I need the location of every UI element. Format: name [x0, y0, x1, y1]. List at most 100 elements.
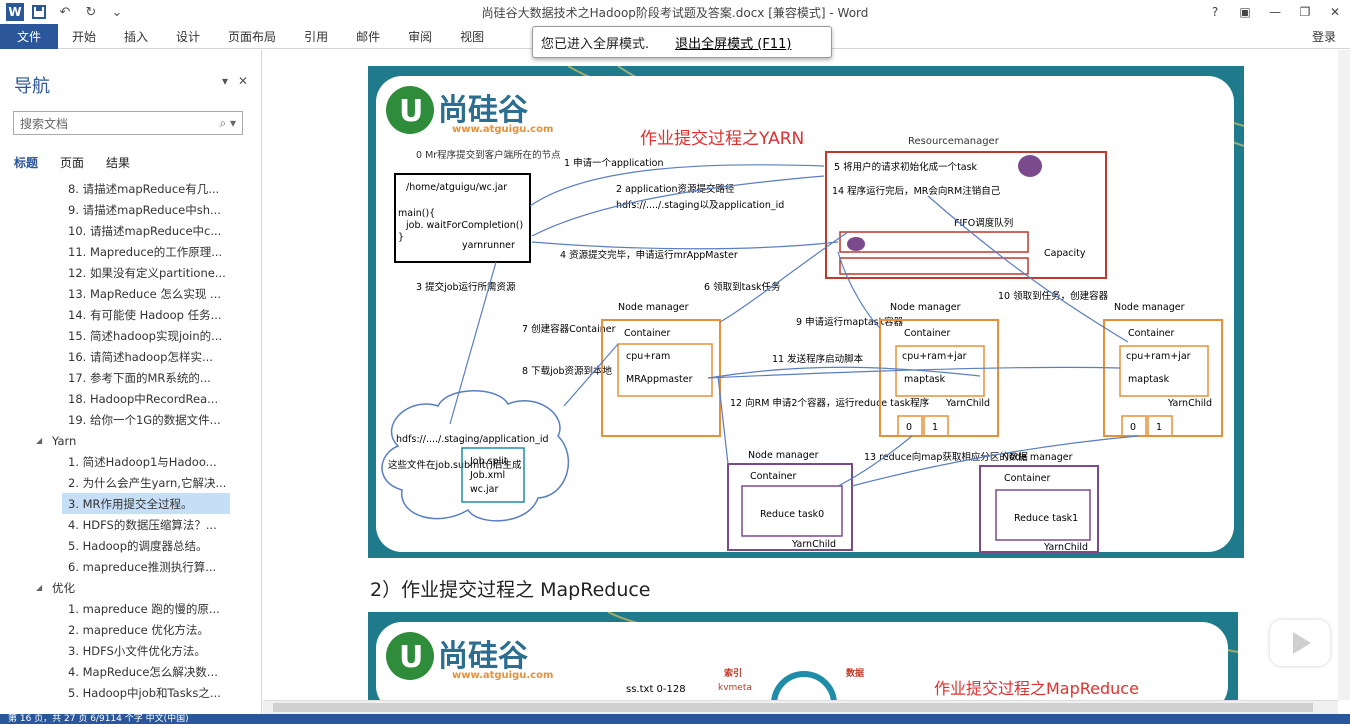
logo-url: www.atguigu.com — [452, 124, 553, 135]
nav-search-input[interactable]: 搜索文档 ⌕ ▾ — [13, 111, 243, 135]
tab-references[interactable]: 引用 — [304, 29, 329, 44]
container-5-label: Container — [1004, 473, 1051, 484]
status-text: 第 16 页，共 27 页 6/9114 个字 中文(中国) — [8, 714, 189, 724]
nav-heading-item[interactable]: 15. 简述hadoop实现join的... — [0, 325, 262, 346]
section-heading-mapreduce[interactable]: 2）作业提交过程之 MapReduce — [370, 575, 651, 602]
collapse-triangle-icon[interactable]: ◢ — [36, 436, 43, 445]
tab-insert[interactable]: 插入 — [124, 29, 149, 44]
help-button[interactable]: ? — [1211, 5, 1219, 19]
nav-heading-item[interactable]: 18. Hadoop中RecordRea... — [0, 388, 262, 409]
restore-button[interactable]: ❐ — [1299, 5, 1311, 19]
nav-section-heading[interactable]: ◢优化 — [0, 577, 262, 598]
nav-item-label: Yarn — [52, 433, 77, 448]
mapreduce-diagram-svg: U 尚硅谷 www.atguigu.com ss.txt 0-128 索引 kv… — [376, 612, 1238, 700]
queue-task-icon — [847, 237, 865, 251]
yarnchild-2: YarnChild — [945, 398, 990, 409]
tab-mailings[interactable]: 邮件 — [356, 29, 381, 44]
partition-1b-box — [1147, 415, 1173, 437]
hdfs-path: hdfs://..../.staging/application_id — [396, 434, 549, 445]
nav-heading-item[interactable]: 3. MR作用提交全过程。 — [62, 493, 230, 514]
nav-heading-item[interactable]: 6. mapreduce推测执行算... — [0, 556, 262, 577]
login-link[interactable]: 登录 — [1311, 30, 1336, 44]
vertical-scrollbar[interactable] — [1338, 50, 1350, 700]
collapse-triangle-icon[interactable]: ◢ — [36, 583, 43, 592]
fullscreen-message: 您已进入全屏模式. — [541, 36, 650, 52]
logo-url-2: www.atguigu.com — [452, 670, 553, 681]
nav-options-icon[interactable]: ▾ — [222, 74, 229, 88]
nav-close-icon[interactable]: ✕ — [238, 74, 249, 88]
nav-item-label: 2. mapreduce 优化方法。 — [68, 622, 209, 637]
nav-heading-item[interactable]: 4. HDFS的数据压缩算法？... — [0, 514, 262, 535]
horizontal-scroll-thumb[interactable] — [273, 703, 1313, 712]
nav-item-label: 9. 请描述mapReduce中sh... — [68, 202, 221, 217]
quick-access-toolbar: W ↶ ↻ ⌄ — [0, 0, 128, 24]
step9-label: 9 申请运行maptask容器 — [796, 316, 904, 328]
tab-view[interactable]: 视图 — [460, 29, 485, 44]
fullscreen-tip: 您已进入全屏模式. 退出全屏模式 (F11) — [532, 26, 832, 58]
nav-heading-item[interactable]: 2. mapreduce 优化方法。 — [0, 619, 262, 640]
save-button[interactable] — [28, 2, 50, 22]
nav-heading-item[interactable]: 19. 给你一个1G的数据文件... — [0, 409, 262, 430]
nav-item-label: 4. MapReduce怎么解决数... — [68, 664, 218, 679]
nav-heading-item[interactable]: 13. MapReduce 怎么实现 ... — [0, 283, 262, 304]
tab-home[interactable]: 开始 — [72, 29, 97, 44]
client-code-1: main(){ — [398, 208, 435, 219]
nav-heading-item[interactable]: 2. 为什么会产生yarn,它解决... — [0, 472, 262, 493]
nav-heading-item[interactable]: 5. Hadoop的调度器总结。 — [0, 535, 262, 556]
container-1-box — [617, 343, 713, 397]
nav-heading-item[interactable]: 10. 请描述mapReduce中c... — [0, 220, 262, 241]
close-button[interactable]: ✕ — [1329, 5, 1341, 19]
search-icon[interactable]: ⌕ ▾ — [219, 115, 236, 130]
nav-heading-item[interactable]: 11. Mapreduce的工作原理... — [0, 241, 262, 262]
tab-design[interactable]: 设计 — [176, 29, 201, 44]
customize-toolbar-button[interactable]: ⌄ — [106, 2, 128, 22]
ribbon-display-button[interactable]: ▣ — [1239, 5, 1251, 19]
step1-label: 1 申请一个application — [564, 157, 663, 169]
client-code-2: job. waitForCompletion() — [405, 220, 523, 231]
cpu-ram-1: cpu+ram — [626, 351, 670, 362]
capacity-label: Capacity — [1044, 248, 1086, 259]
slide1-panel — [376, 76, 1234, 552]
redo-button[interactable]: ↻ — [80, 2, 102, 22]
node-manager-5-box — [979, 465, 1099, 553]
partition-1-box — [923, 415, 949, 437]
slide2-title: 作业提交过程之MapReduce — [934, 679, 1139, 698]
wc-jar: wc.jar — [470, 484, 498, 495]
nav-section-heading[interactable]: ◢ Yarn — [0, 430, 262, 451]
container-2-label: Container — [904, 328, 951, 339]
nav-heading-item[interactable]: 8. 请描述mapReduce有几... — [0, 178, 262, 199]
nav-heading-item[interactable]: 9. 请描述mapReduce中sh... — [0, 199, 262, 220]
tab-headings[interactable]: 标题 — [14, 156, 39, 170]
step4-label: 4 资源提交完毕，申请运行mrAppMaster — [560, 249, 738, 261]
tab-results[interactable]: 结果 — [106, 156, 131, 170]
maptask-3: maptask — [1128, 374, 1170, 385]
video-play-icon[interactable] — [1270, 620, 1330, 666]
step2b-label: hdfs://..../.staging以及application_id — [616, 200, 784, 211]
nav-heading-item[interactable]: 1. 简述Hadoop1与Hadoo... — [0, 451, 262, 472]
tab-pages[interactable]: 页面 — [60, 156, 85, 170]
minimize-button[interactable]: — — [1269, 5, 1281, 19]
step6-label: 6 领取到task任务 — [704, 281, 781, 293]
yarn-diagram-image: U 尚硅谷 www.atguigu.com 作业提交过程之YARN Resour… — [368, 66, 1244, 558]
tab-review[interactable]: 审阅 — [408, 29, 433, 44]
yarnchild-5: YarnChild — [1043, 542, 1088, 553]
tab-file[interactable]: 文件 — [0, 23, 58, 49]
word-logo-icon: W — [6, 3, 24, 21]
nav-heading-item[interactable]: 1. mapreduce 跑的慢的原... — [0, 598, 262, 619]
node-manager-4-label: Node manager — [748, 450, 819, 461]
node-manager-2-label: Node manager — [890, 302, 961, 313]
nav-item-label: 15. 简述hadoop实现join的... — [68, 328, 223, 343]
nav-heading-item[interactable]: 12. 如果没有定义partitione... — [0, 262, 262, 283]
tab-layout[interactable]: 页面布局 — [228, 29, 277, 44]
nav-heading-item[interactable]: 4. MapReduce怎么解决数... — [0, 661, 262, 682]
nav-heading-item[interactable]: 16. 请简述hadoop怎样实... — [0, 346, 262, 367]
nav-heading-item[interactable]: 17. 参考下面的MR系统的... — [0, 367, 262, 388]
horizontal-scrollbar[interactable] — [263, 700, 1338, 714]
nav-heading-item[interactable]: 3. HDFS小文件优化方法。 — [0, 640, 262, 661]
undo-icon: ↶ — [59, 4, 71, 20]
mapreduce-diagram-image: U 尚硅谷 www.atguigu.com ss.txt 0-128 索引 kv… — [368, 612, 1238, 700]
exit-fullscreen-link[interactable]: 退出全屏模式 (F11) — [675, 36, 792, 52]
nav-heading-item[interactable]: 14. 有可能使 Hadoop 任务... — [0, 304, 262, 325]
nav-heading-item[interactable]: 5. Hadoop中job和Tasks之... — [0, 682, 262, 703]
undo-button[interactable]: ↶ — [54, 2, 76, 22]
